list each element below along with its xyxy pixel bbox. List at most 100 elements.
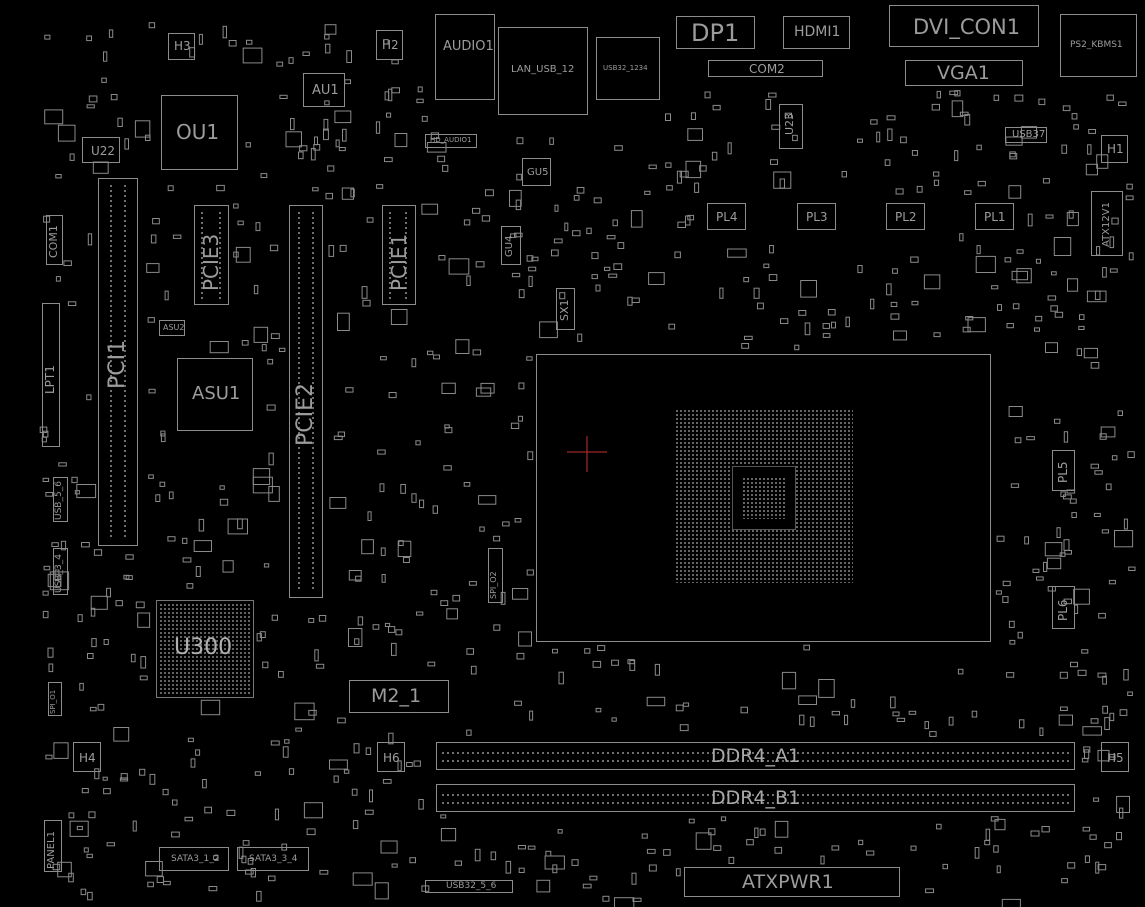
ic-ou1[interactable]: OU1 xyxy=(161,95,238,170)
slot-pin xyxy=(852,794,854,796)
header-spi-o1[interactable]: SPI_O1 xyxy=(48,682,62,716)
slot-pin xyxy=(124,405,126,407)
connector-lan-usb-12[interactable]: LAN_USB_12 xyxy=(498,27,588,115)
ic-asu2[interactable]: ASU2 xyxy=(159,320,185,336)
smd-part xyxy=(364,809,374,815)
slot-pin xyxy=(912,794,914,796)
slot-pin xyxy=(532,794,534,796)
label-hdmi1: HDMI1 xyxy=(794,24,841,40)
choke-pl6[interactable]: PL6 xyxy=(1052,586,1075,629)
connector-vga1[interactable]: VGA1 xyxy=(905,60,1023,86)
slot-pin xyxy=(124,305,126,307)
ic-gu5[interactable]: GU5 xyxy=(522,158,551,186)
smd-part xyxy=(235,246,251,263)
slot-pin xyxy=(802,752,804,754)
smd-part xyxy=(1063,494,1072,500)
ic-gu4[interactable]: GU4 xyxy=(501,226,521,265)
connector-atx12v1[interactable]: ATX12V1 xyxy=(1091,191,1123,256)
slot-pin xyxy=(937,794,939,796)
header-usb-3-4[interactable]: USB_3_4 xyxy=(53,548,68,595)
connector-dvi-con1[interactable]: DVI_CON1 xyxy=(889,5,1039,47)
connector-m2-1[interactable]: M2_1 xyxy=(349,680,449,713)
header-spi-o2[interactable]: SPI_O2 xyxy=(488,548,503,603)
connector-dp1[interactable]: DP1 xyxy=(676,16,755,49)
connector-sata3-3-4[interactable]: SATA3_3_4 xyxy=(237,847,309,871)
slot-pin xyxy=(219,222,221,224)
ic-sx1[interactable]: SX1 xyxy=(556,288,575,330)
header-panel1[interactable]: PANEL1 xyxy=(44,820,62,872)
header-com1[interactable]: COM1 xyxy=(46,215,63,265)
smd-part xyxy=(1063,598,1072,605)
slot-pin xyxy=(298,357,300,359)
slot-pin xyxy=(124,210,126,212)
slot-pin xyxy=(457,794,459,796)
header-usb32-5-6[interactable]: USB32_5_6 xyxy=(425,880,513,893)
slot-pin xyxy=(298,572,300,574)
smd-part xyxy=(463,482,471,487)
slot-pin xyxy=(312,262,314,264)
choke-pl3[interactable]: PL3 xyxy=(797,203,836,230)
slot-pin xyxy=(707,802,709,804)
ic-u22[interactable]: U22 xyxy=(82,137,120,163)
smd-part xyxy=(261,344,267,352)
slot-pin xyxy=(405,217,407,219)
slot-pci1[interactable]: PCI1 xyxy=(98,178,138,546)
ic-u23[interactable]: U23 xyxy=(779,104,803,149)
smd-part xyxy=(290,118,295,131)
slot-pin xyxy=(1067,794,1069,796)
smd-part xyxy=(553,238,563,244)
choke-pl4[interactable]: PL4 xyxy=(707,203,746,230)
smd-part xyxy=(152,218,160,225)
slot-pin xyxy=(124,530,126,532)
slot-pin xyxy=(1032,794,1034,796)
smd-part xyxy=(509,189,522,207)
choke-pl1[interactable]: PL1 xyxy=(975,203,1014,230)
smd-part xyxy=(440,814,447,819)
slot-pin xyxy=(110,515,112,517)
ic-u300[interactable]: U300 xyxy=(156,600,254,698)
connector-hdmi1[interactable]: HDMI1 xyxy=(783,16,850,49)
choke-pl5[interactable]: PL5 xyxy=(1052,450,1075,491)
slot-pin xyxy=(547,794,549,796)
smd-part xyxy=(544,855,565,870)
slot-pcie1[interactable]: PCIE1 xyxy=(382,205,416,305)
header-usb-5-6[interactable]: USB_5_6 xyxy=(53,477,68,522)
slot-ddr4-a1[interactable]: DDR4_A1 xyxy=(436,742,1075,770)
slot-ddr4-b1[interactable]: DDR4_B1 xyxy=(436,784,1075,812)
slot-pin xyxy=(312,467,314,469)
connector-sata3-1-2[interactable]: SATA3_1_2 xyxy=(159,847,229,871)
connector-atxpwr1[interactable]: ATXPWR1 xyxy=(684,867,900,897)
smd-part xyxy=(1068,210,1074,219)
header-com2[interactable]: COM2 xyxy=(708,60,823,77)
ic-usb37[interactable]: USB37 xyxy=(1005,127,1047,143)
smd-part xyxy=(809,716,815,727)
label-ps2-kbms1: PS2_KBMS1 xyxy=(1070,40,1123,50)
slot-pin xyxy=(219,252,221,254)
slot-pin xyxy=(312,372,314,374)
smd-part xyxy=(1019,719,1025,729)
smd-part xyxy=(784,112,793,119)
connector-audio1[interactable]: AUDIO1 xyxy=(435,14,495,100)
smd-part xyxy=(256,890,262,902)
choke-pl2[interactable]: PL2 xyxy=(886,203,925,230)
connector-ps2-kbms1[interactable]: PS2_KBMS1 xyxy=(1060,14,1137,77)
slot-pcie2[interactable]: PCIE2 xyxy=(289,205,323,598)
slot-pin xyxy=(587,752,589,754)
slot-pin xyxy=(917,802,919,804)
slot-pin xyxy=(312,247,314,249)
smd-part xyxy=(398,540,404,546)
ic-asu1[interactable]: ASU1 xyxy=(177,358,253,431)
slot-pin xyxy=(312,277,314,279)
slot-pin xyxy=(467,752,469,754)
smd-part xyxy=(164,290,169,301)
slot-pin xyxy=(752,802,754,804)
header-hd-audio1[interactable]: HD_AUDIO1 xyxy=(425,134,477,148)
header-lpt1[interactable]: LPT1 xyxy=(42,303,60,447)
ic-au1[interactable]: AU1 xyxy=(303,73,345,107)
slot-pcie3[interactable]: PCIE3 xyxy=(194,205,229,305)
cpu-socket[interactable] xyxy=(536,354,991,642)
smd-part xyxy=(314,649,319,662)
smd-part xyxy=(130,653,136,663)
connector-usb32-1234[interactable]: USB32_1234 xyxy=(596,37,660,100)
slot-pin xyxy=(110,220,112,222)
